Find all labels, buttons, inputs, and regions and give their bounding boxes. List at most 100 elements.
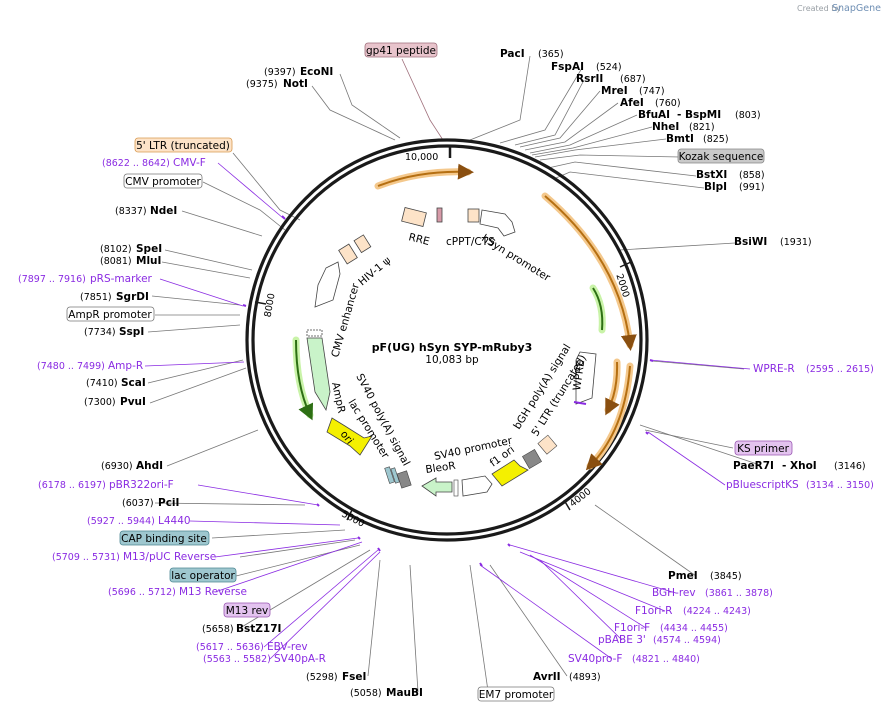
enzyme-paer7i: PaeR7I [733, 460, 774, 472]
rre-feature [401, 207, 427, 227]
box-m13-rev-text: M13 rev [226, 605, 269, 617]
enzyme-mrei-pos: (747) [639, 86, 665, 97]
primer-amp-r-range: (7480 .. 7499) [37, 361, 105, 372]
enzyme-scai: ScaI [121, 377, 146, 389]
primer-pbr322ori-f-range: (6178 .. 6197) [38, 480, 106, 491]
f1-ori-arrow [491, 459, 529, 487]
sv40-promoter-arrow [461, 475, 493, 497]
enzyme-paci: PacI [500, 48, 525, 60]
primer-l4440: L4440 [158, 515, 191, 527]
enzyme-avrii-pos: (4893) [569, 672, 601, 683]
boxed-feature-labels: gp41 peptide 5' LTR (truncated) CMV prom… [66, 42, 793, 702]
backbone-outer-ring [245, 138, 649, 542]
enzyme-econi-pos: (9397) [264, 67, 296, 78]
orange-arc-right-short [605, 361, 620, 416]
primer-prs-marker: pRS-marker [90, 273, 153, 285]
primer-pbabe3: pBABE 3' [598, 634, 646, 646]
box-cap-binding-text: CAP binding site [121, 533, 207, 545]
box-5ltr-truncated [134, 137, 233, 153]
box-m13-rev [223, 602, 271, 618]
box-gp41-peptide [364, 42, 438, 58]
enzyme-ndei: NdeI [150, 205, 177, 217]
enzyme-sspi-pos: (7734) [84, 327, 116, 338]
primer-ebv-rev: EBV-rev [267, 641, 308, 653]
primer-pbabe3-range: (4574 .. 4594) [653, 635, 721, 646]
primer-pbluescriptks-range: (3134 .. 3150) [806, 480, 874, 491]
box-cmv-promoter [123, 173, 203, 189]
enzyme-pcii: PciI [158, 497, 179, 509]
cppt-feature [467, 208, 480, 223]
enzyme-rsrii: RsrII [576, 73, 603, 85]
green-arc-left [295, 339, 314, 421]
primer-sv40pa-r-range: (5563 .. 5582) [203, 654, 271, 665]
backbone-inner-ring [251, 144, 643, 536]
primer-sv40pro-f: SV40pro-F [568, 653, 622, 665]
enzyme-spei: SpeI [136, 243, 162, 255]
cmv-enhancer-arrow [314, 261, 341, 308]
box-gp41-peptide-text: gp41 peptide [366, 45, 436, 57]
box-cmv-promoter-text: CMV promoter [125, 176, 201, 188]
primer-site-marks [242, 215, 654, 567]
primer-labels: (8622 .. 8642) CMV-F (7897 .. 7916) pRS-… [18, 157, 874, 665]
primer-f1ori-r: F1ori-R [635, 605, 672, 617]
plasmid-length: 10,083 bp [425, 354, 479, 366]
primer-prs-marker-range: (7897 .. 7916) [18, 274, 86, 285]
enzyme-paer7i-pos: (3146) [834, 461, 866, 472]
enzyme-sspi: SspI [119, 326, 144, 338]
enzyme-bstz17i: BstZ17I [236, 623, 281, 635]
enzyme-xhoi: - XhoI [782, 460, 817, 472]
primer-l4440-range: (5927 .. 5944) [87, 516, 155, 527]
enzyme-ahdi: AhdI [136, 460, 163, 472]
hiv-psi-feature-b [353, 234, 372, 254]
cap-site-feature [384, 466, 395, 484]
primer-f1ori-f: F1ori-F [614, 622, 650, 634]
enzyme-fsei: FseI [342, 671, 366, 683]
enzyme-fspai-pos: (524) [596, 62, 622, 73]
box-lac-operator-text: lac operator [171, 570, 235, 582]
enzyme-sgrdi: SgrDI [116, 291, 149, 303]
primer-amp-r: Amp-R [108, 360, 143, 372]
enzyme-mrei: MreI [601, 85, 628, 97]
enzyme-paci-pos: (365) [538, 49, 564, 60]
enzyme-bmti-pos: (825) [703, 134, 729, 145]
primer-ebv-rev-range: (5617 .. 5636) [196, 642, 264, 653]
primer-m13puc-rev: M13/pUC Reverse [123, 551, 216, 563]
enzyme-bstz17i-pos: (5658) [202, 624, 234, 635]
enzyme-rsrii-pos: (687) [620, 74, 646, 85]
label-wpre: WPRE [571, 359, 587, 391]
primer-leader-lines [144, 162, 751, 660]
primer-sv40pro-f-range: (4821 .. 4840) [632, 654, 700, 665]
primer-sv40pa-r: SV40pA-R [274, 653, 326, 665]
enzyme-bmti: BmtI [666, 133, 694, 145]
label-ampr: AmpR [329, 381, 347, 414]
enzyme-noti-pos: (9375) [246, 79, 278, 90]
ring-tick-8000: 8000 [263, 292, 278, 318]
box-kozak-text: Kozak sequence [679, 151, 764, 163]
enzyme-bstxi-pos: (858) [739, 170, 765, 181]
primer-bgh-rev-range: (3861 .. 3878) [705, 588, 773, 599]
primer-m13-reverse-range: (5696 .. 5712) [108, 587, 176, 598]
ring-tick-5000: 5000 [340, 509, 367, 530]
primer-cmv-f: CMV-F [173, 157, 206, 169]
wpre-arrow [575, 351, 597, 405]
enzyme-nhei: NheI [652, 121, 679, 133]
enzyme-spei-pos: (8102) [100, 244, 132, 255]
enzyme-bfuai: BfuAI [638, 109, 670, 121]
box-kozak [677, 148, 765, 164]
enzyme-pvui-pos: (7300) [84, 397, 116, 408]
enzyme-afei: AfeI [620, 97, 644, 109]
enzyme-scai-pos: (7410) [86, 378, 118, 389]
orange-arc-right [544, 195, 637, 351]
enzyme-blpi-pos: (991) [739, 182, 765, 193]
primer-bgh-rev: BGH-rev [652, 587, 696, 599]
primer-cmv-f-range: (8622 .. 8642) [102, 158, 170, 169]
enzyme-labels: (9397) EcoNI (9375) NotI PacI (365) FspA… [80, 48, 866, 699]
label-hiv-psi: HIV-1 ψ [356, 254, 393, 288]
watermark-created-by: Created by [797, 4, 841, 13]
primer-pbluescriptks: pBluescriptKS [726, 479, 799, 491]
hsyn-promoter-arrow [479, 209, 516, 237]
box-ampr-promoter-text: AmpR promoter [68, 309, 152, 321]
ori-arrow [326, 417, 373, 456]
ring-tick-10000: 10,000 [405, 152, 438, 163]
